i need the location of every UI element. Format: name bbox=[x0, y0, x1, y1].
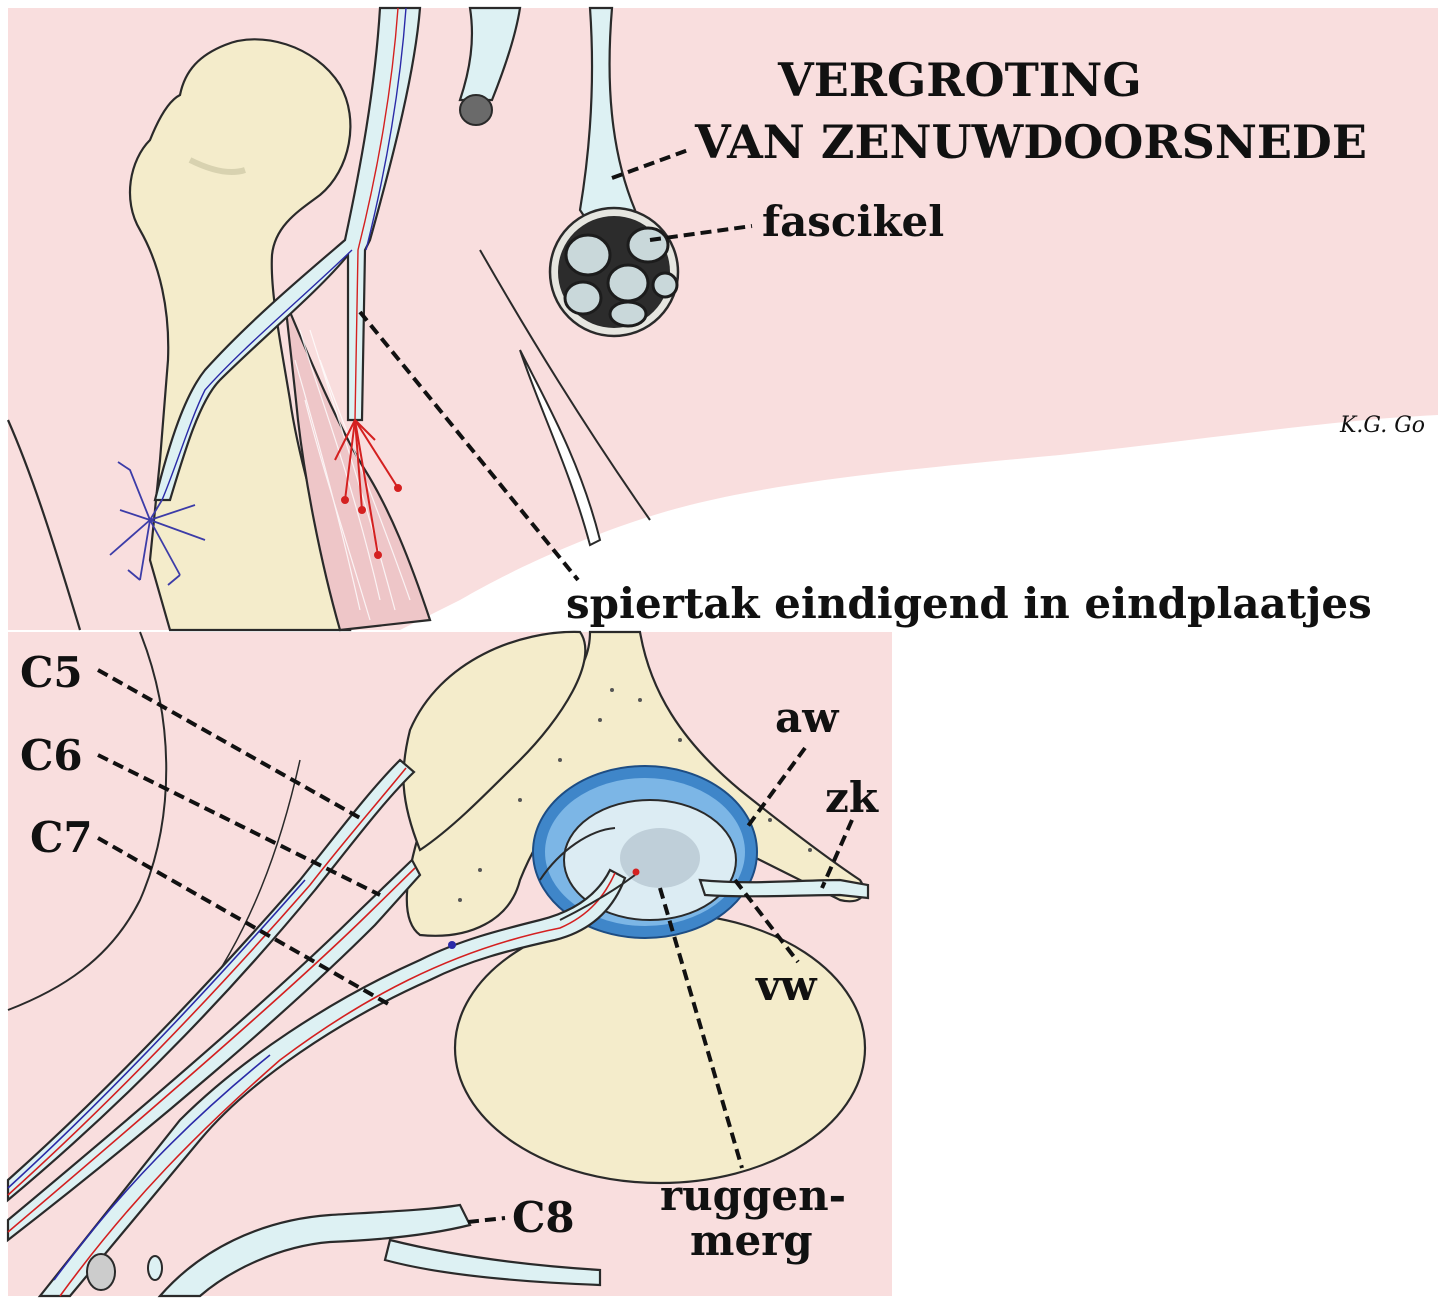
label-c8: C8 bbox=[512, 1193, 575, 1242]
label-spinal-cord-line1: ruggen- bbox=[660, 1171, 846, 1220]
label-zk: zk bbox=[825, 773, 879, 822]
top-panel: VERGROTING VAN ZENUWDOORSNEDE fascikel s… bbox=[8, 8, 1438, 630]
nerve-stump-section bbox=[460, 95, 492, 125]
bottom-panel: C5 C6 C7 C8 aw zk vw ruggen- merg bbox=[8, 632, 892, 1296]
muscle-branch-label: spiertak eindigend in eindplaatjes bbox=[566, 579, 1372, 628]
right-rootlet bbox=[700, 880, 868, 898]
grey-matter bbox=[620, 828, 700, 888]
title-line-1: VERGROTING bbox=[777, 53, 1142, 107]
root-stump-2 bbox=[148, 1256, 162, 1280]
label-aw: aw bbox=[775, 693, 839, 742]
label-c7: C7 bbox=[30, 813, 93, 862]
fascicle-label: fascikel bbox=[762, 197, 944, 246]
nerve-cross-section bbox=[550, 208, 678, 336]
title-line-2: VAN ZENUWDOORSNEDE bbox=[694, 115, 1367, 169]
signature: K.G. Go bbox=[1339, 413, 1425, 438]
ganglion-dot-blue bbox=[448, 941, 456, 949]
label-c5: C5 bbox=[20, 648, 83, 697]
ganglion-dot-red bbox=[633, 869, 640, 876]
label-c6: C6 bbox=[20, 731, 83, 780]
label-spinal-cord-line2: merg bbox=[690, 1216, 813, 1265]
root-stump-1 bbox=[87, 1254, 115, 1290]
label-vw: vw bbox=[755, 961, 817, 1010]
vertebral-body bbox=[455, 913, 865, 1183]
